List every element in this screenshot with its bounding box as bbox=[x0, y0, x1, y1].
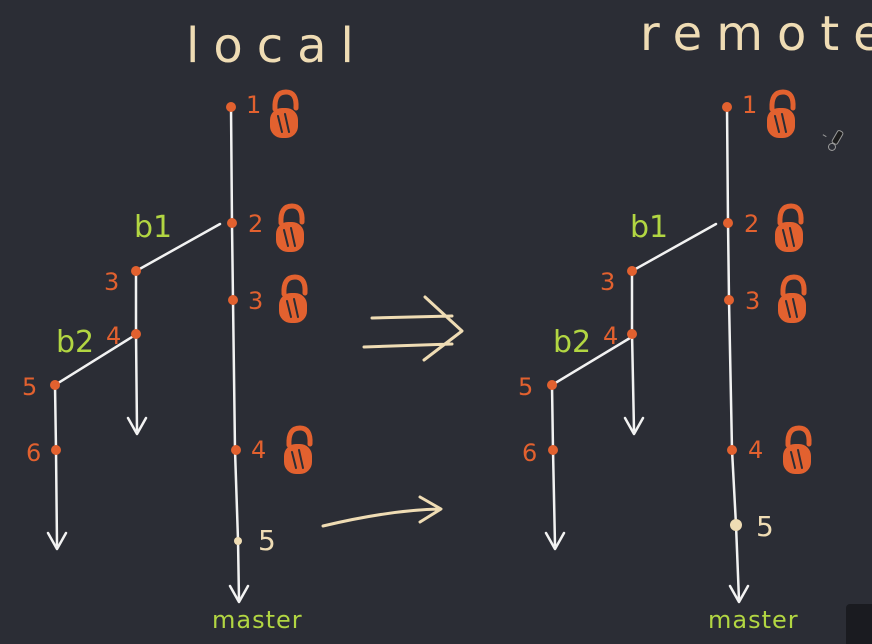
local-b2-commit-label-5: 5 bbox=[22, 373, 37, 401]
local-commit-5 bbox=[234, 537, 242, 545]
arrow-right-icon bbox=[321, 495, 443, 528]
local-master-line bbox=[229, 104, 241, 602]
local-b1-commit-3 bbox=[131, 266, 141, 276]
local-b1-commit-4 bbox=[131, 329, 141, 339]
local-b2-commit-label-6: 6 bbox=[26, 439, 41, 467]
lock-icon bbox=[276, 206, 304, 252]
local-b1-commit-label-3: 3 bbox=[104, 268, 119, 296]
local-commit-label-4: 4 bbox=[251, 436, 266, 464]
remote-b1-commit-4 bbox=[627, 329, 637, 339]
remote-b1-label: b1 bbox=[630, 210, 668, 245]
lock-icon bbox=[284, 428, 312, 474]
remote-b1-commit-3 bbox=[627, 266, 637, 276]
corner-control[interactable] bbox=[846, 604, 872, 644]
lock-icon bbox=[279, 277, 307, 323]
remote-commit-label-1: 1 bbox=[742, 91, 757, 119]
remote-commit-2 bbox=[723, 218, 733, 228]
local-b2-line bbox=[53, 335, 134, 547]
lock-icon bbox=[767, 92, 795, 138]
remote-b2-label: b2 bbox=[553, 325, 591, 360]
local-b2-commit-6 bbox=[51, 445, 61, 455]
local-b1-line bbox=[134, 222, 222, 432]
local-b2-commit-5 bbox=[50, 380, 60, 390]
remote-commit-label-2: 2 bbox=[744, 210, 759, 238]
remote-commit-1 bbox=[722, 102, 732, 112]
local-commit-label-3: 3 bbox=[248, 287, 263, 315]
remote-b2-commit-label-5: 5 bbox=[518, 373, 533, 401]
remote-b1-commit-label-3: 3 bbox=[600, 268, 615, 296]
local-b2-label: b2 bbox=[56, 325, 94, 360]
local-commit-label-5: 5 bbox=[258, 524, 276, 557]
remote-b2-commit-6 bbox=[548, 445, 558, 455]
local-commit-4 bbox=[231, 445, 241, 455]
remote-b2-line bbox=[550, 336, 632, 547]
lock-icon bbox=[270, 92, 298, 138]
local-b1-label: b1 bbox=[134, 210, 172, 245]
local-commit-2 bbox=[227, 218, 237, 228]
local-commit-1 bbox=[226, 102, 236, 112]
remote-b1-commit-label-4: 4 bbox=[603, 322, 618, 350]
local-title: local bbox=[186, 18, 368, 74]
remote-b2-commit-label-6: 6 bbox=[522, 439, 537, 467]
local-commit-label-2: 2 bbox=[248, 210, 263, 238]
remote-b2-commit-5 bbox=[547, 380, 557, 390]
arrow-right-icon bbox=[362, 295, 464, 362]
lock-icon bbox=[775, 206, 803, 252]
remote-commit-label-5: 5 bbox=[756, 510, 774, 543]
remote-panel: remote 1 2 3 4 5 3 4 b1 5 6 b2 master bbox=[518, 6, 872, 634]
push-arrows bbox=[321, 295, 464, 528]
remote-master-label: master bbox=[708, 606, 799, 634]
local-commit-label-1: 1 bbox=[246, 91, 261, 119]
remote-commit-3 bbox=[724, 295, 734, 305]
remote-commit-label-4: 4 bbox=[748, 436, 763, 464]
remote-b1-line bbox=[630, 222, 718, 432]
pen-cursor-icon bbox=[822, 130, 844, 151]
local-b1-commit-label-4: 4 bbox=[106, 322, 121, 350]
remote-commit-5 bbox=[730, 519, 742, 531]
remote-commit-4 bbox=[727, 445, 737, 455]
local-panel: local 1 2 3 4 5 3 4 b1 5 bbox=[22, 18, 368, 634]
remote-master-line bbox=[725, 104, 741, 602]
remote-title: remote bbox=[640, 6, 872, 62]
remote-commit-label-3: 3 bbox=[745, 287, 760, 315]
lock-icon bbox=[783, 428, 811, 474]
local-master-label: master bbox=[212, 606, 303, 634]
local-commit-3 bbox=[228, 295, 238, 305]
lock-icon bbox=[778, 277, 806, 323]
